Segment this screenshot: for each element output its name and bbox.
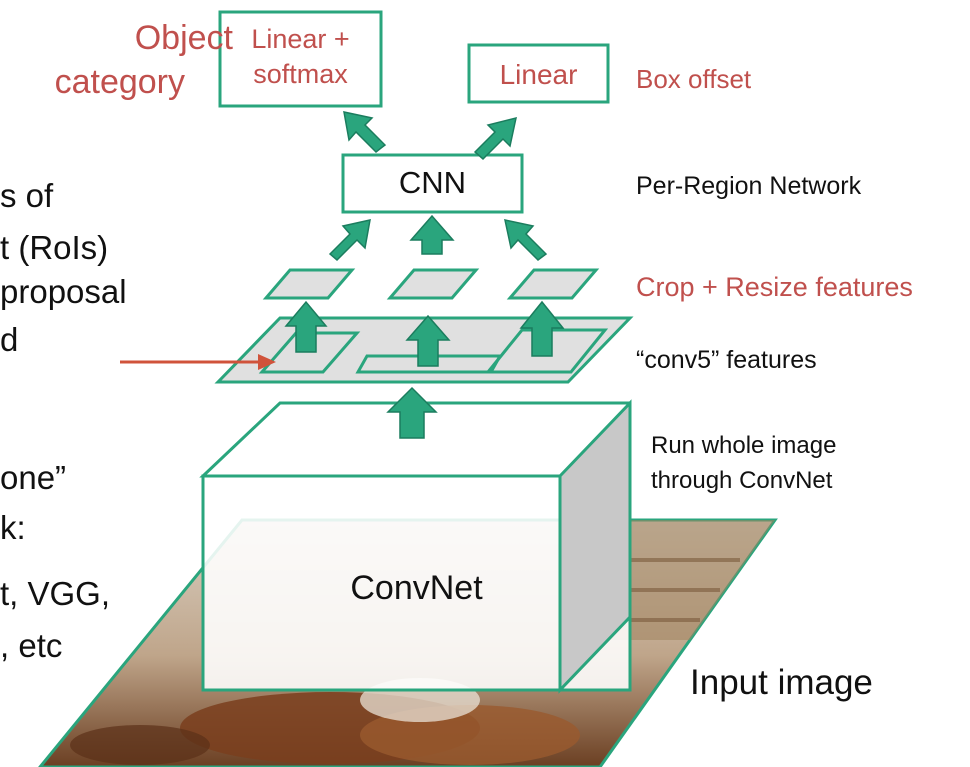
left-text-line-8: , etc bbox=[0, 627, 63, 664]
crop-resize-label: Crop + Resize features bbox=[636, 272, 913, 302]
left-text-line-7: t, VGG, bbox=[0, 575, 111, 612]
left-text-line-2: t (RoIs) bbox=[0, 229, 109, 266]
linear-softmax-label: Linear + softmax bbox=[222, 22, 379, 92]
arrow-up-to-linear-softmax bbox=[343, 111, 387, 153]
run-whole-image-label: Run whole image through ConvNet bbox=[651, 432, 836, 496]
convnet-box-shade bbox=[558, 399, 632, 694]
arrow-up-roi-1 bbox=[284, 300, 328, 353]
linear-label: Linear bbox=[499, 59, 578, 90]
convnet-box bbox=[199, 399, 632, 694]
run-whole-line-1: Run whole image bbox=[651, 432, 837, 459]
crop-feature-3 bbox=[506, 268, 600, 300]
object-category-line-1: Object bbox=[134, 19, 233, 57]
arrow-up-roi-2 bbox=[405, 314, 451, 367]
linear-softmax-line-1: Linear + bbox=[251, 24, 350, 54]
proposal-arrow bbox=[120, 354, 276, 370]
crop-feature-1 bbox=[262, 268, 356, 300]
roi-box-3 bbox=[484, 328, 609, 374]
arrow-up-crop-1 bbox=[328, 219, 371, 262]
convnet-label: ConvNet bbox=[350, 569, 483, 607]
cnn-box bbox=[341, 153, 524, 214]
left-text-line-6: k: bbox=[0, 509, 26, 546]
arrow-up-roi-3 bbox=[519, 300, 565, 357]
box-offset-label: Box offset bbox=[636, 64, 752, 94]
cropped-features bbox=[262, 268, 600, 300]
left-text-line-1: s of bbox=[0, 177, 54, 214]
roi-box-1 bbox=[258, 331, 361, 374]
arrow-up-crop-2 bbox=[409, 214, 455, 255]
arrow-up-crop-3 bbox=[504, 219, 548, 261]
linear-softmax-box bbox=[218, 10, 383, 108]
linear-box bbox=[467, 43, 610, 104]
cnn-label: CNN bbox=[398, 165, 467, 200]
per-region-network-label: Per-Region Network bbox=[636, 172, 862, 200]
left-text-line-5: one” bbox=[0, 459, 67, 496]
left-text-line-3: proposal bbox=[0, 273, 127, 310]
crop-feature-2 bbox=[386, 268, 480, 300]
conv5-features-label: “conv5” features bbox=[636, 346, 817, 374]
arrow-up-convnet-to-conv5 bbox=[386, 386, 438, 439]
arrow-up-to-linear bbox=[473, 116, 517, 161]
left-text-line-4: d bbox=[0, 321, 19, 358]
linear-softmax-line-2: softmax bbox=[253, 59, 348, 90]
object-category-line-2: category bbox=[54, 63, 185, 101]
run-whole-line-2: through ConvNet bbox=[651, 466, 833, 494]
input-image-label: Input image bbox=[690, 663, 873, 702]
